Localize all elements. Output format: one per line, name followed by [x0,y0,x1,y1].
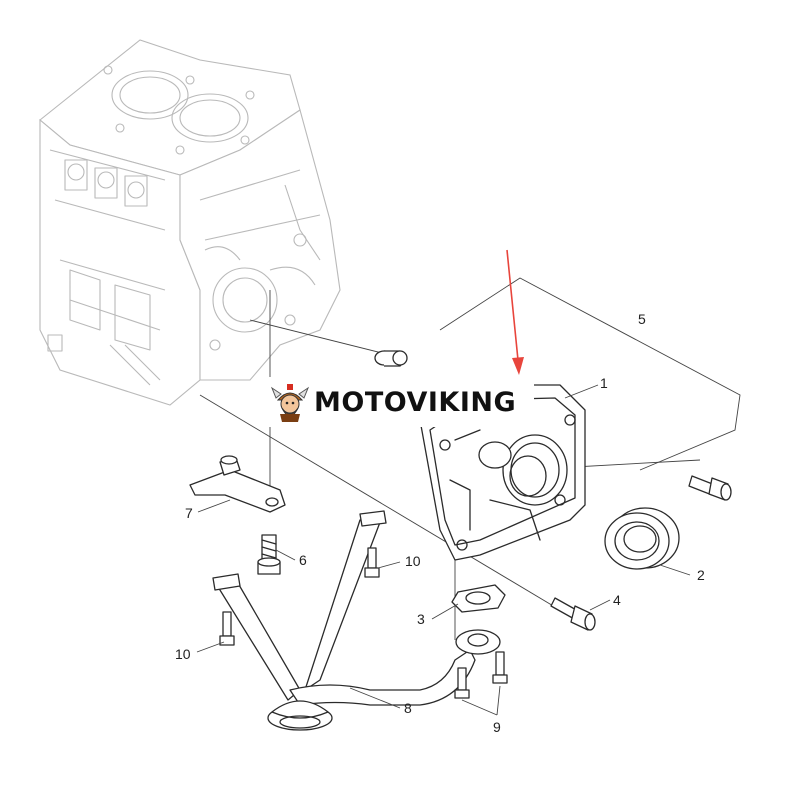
cover-bolt-part-5 [688,475,732,501]
viking-mascot-icon [270,384,310,422]
dowel-bushing [374,350,408,367]
guide-lines [199,277,741,640]
bracket-part-7 [189,455,286,513]
callout-2: 2 [697,567,705,583]
bolt-part-4 [550,597,596,631]
callout-leaders [196,384,691,716]
callout-4: 4 [613,592,621,608]
bolts-part-9 [454,651,508,699]
callout-5: 5 [638,311,646,327]
watermark-text: MOTOVIKING [314,386,517,418]
callout-labels: 1 2 3 4 5 6 7 8 9 10 10 [175,311,705,735]
gasket-part-3 [451,584,506,613]
engine-block [39,39,341,406]
bolt-part-6 [257,534,281,575]
callout-8: 8 [404,700,412,716]
front-cover-part [419,379,586,561]
callout-10-right: 10 [405,553,421,569]
oil-seal-part-2 [604,507,680,570]
callout-9: 9 [493,719,501,735]
oil-strainer-part-8 [212,510,501,731]
callout-6: 6 [299,552,307,568]
watermark-logo: MOTOVIKING [262,377,534,427]
callout-3: 3 [417,611,425,627]
bolts-part-10 [219,547,380,646]
callout-7: 7 [185,505,193,521]
callout-1: 1 [600,375,608,391]
red-pointer-arrow [506,249,524,375]
callout-10-left: 10 [175,646,191,662]
